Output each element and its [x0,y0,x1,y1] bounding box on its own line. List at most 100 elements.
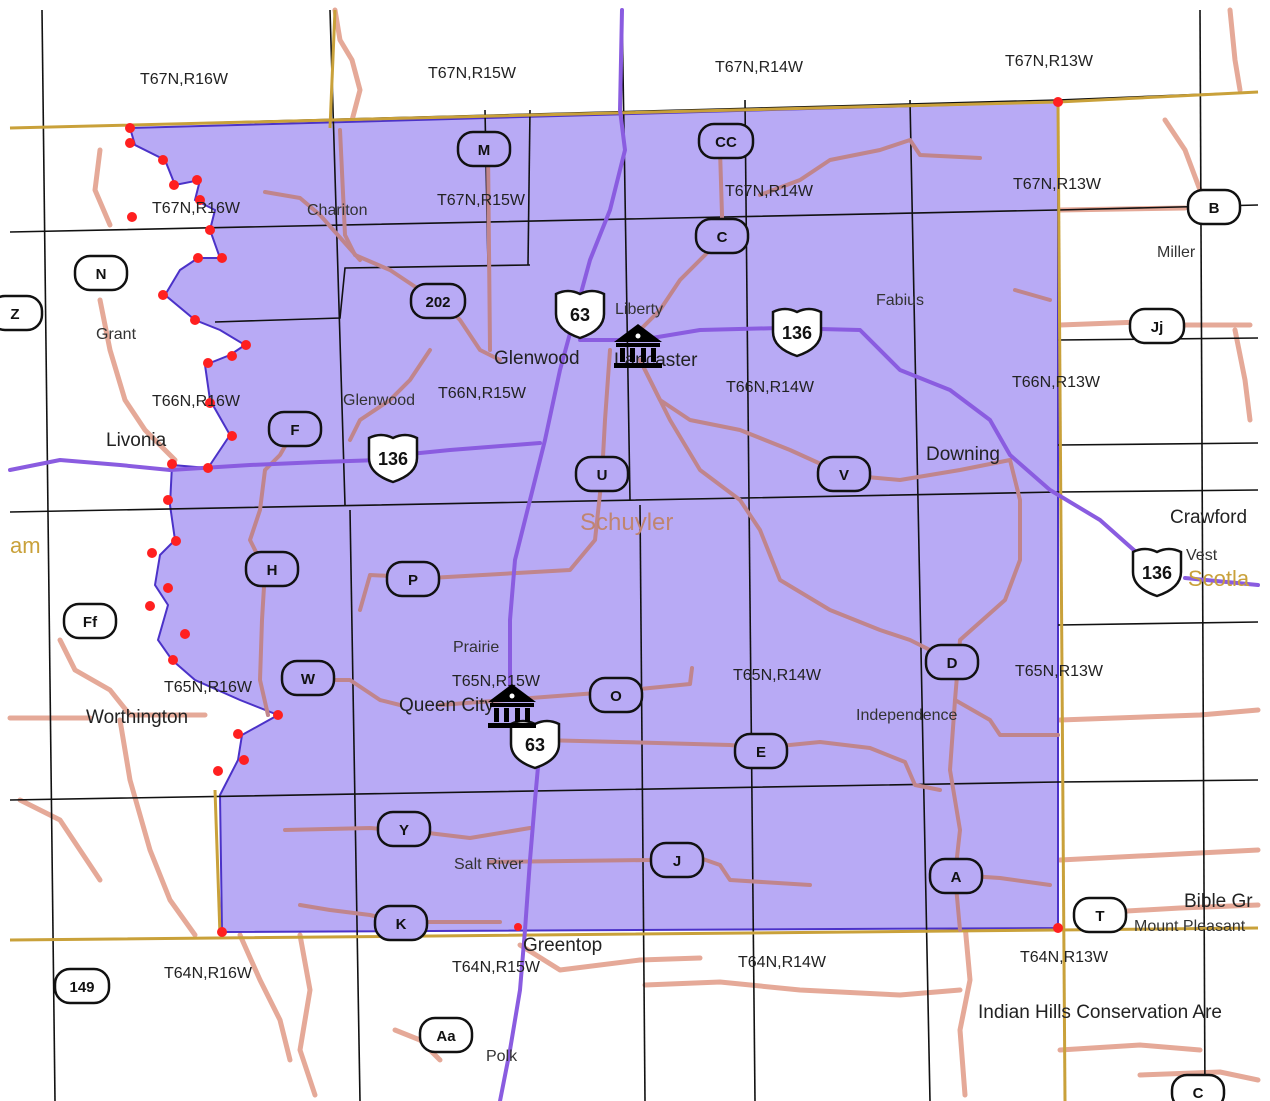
place-label: Miller [1157,244,1196,261]
route-shield-t[interactable]: T [1072,896,1128,934]
route-shield-c-south[interactable]: C [1170,1073,1226,1101]
place-label: Fabius [876,292,924,309]
route-shield-jj[interactable]: Jj [1128,307,1186,345]
svg-text:B: B [1209,200,1220,217]
township-label: T67N,R15W [428,65,517,82]
place-label: Chariton [307,202,367,219]
svg-text:P: P [408,572,418,589]
township-label: T67N,R13W [1005,53,1094,70]
route-shield-p[interactable]: P [385,560,441,598]
route-shield-cc[interactable]: CC [697,122,755,160]
township-label: T65N,R13W [1015,663,1104,680]
us-shield-63-north[interactable]: 63 [554,289,606,340]
svg-text:J: J [673,853,681,870]
place-label: Liberty [615,301,663,318]
route-shield-v[interactable]: V [816,455,872,493]
route-shield-y[interactable]: Y [376,810,432,848]
svg-text:136: 136 [378,449,408,469]
svg-text:63: 63 [570,305,590,325]
svg-text:K: K [396,916,407,933]
place-label: Livonia [106,430,167,451]
svg-text:N: N [96,266,107,283]
place-label: Vest [1186,547,1218,564]
township-label: T67N,R14W [725,183,814,200]
route-shield-f[interactable]: F [267,410,323,448]
highways [8,8,1260,1101]
township-label: T66N,R14W [726,379,815,396]
route-shield-149[interactable]: 149 [53,967,111,1005]
place-label: Queen City [399,695,495,716]
svg-text:63: 63 [525,735,545,755]
place-label: Glenwood [343,392,415,409]
svg-text:Y: Y [399,822,409,839]
svg-text:202: 202 [425,294,450,311]
svg-text:C: C [1193,1085,1204,1101]
county-area[interactable] [128,100,1059,934]
place-label: Independence [856,707,958,724]
svg-text:CC: CC [715,134,737,151]
route-shield-aa[interactable]: Aa [418,1016,474,1054]
place-label: Grant [96,326,137,343]
us-shield-136-far-east[interactable]: 136 [1131,547,1183,598]
route-shield-z[interactable]: Z [0,294,44,332]
svg-text:W: W [301,671,316,688]
route-shield-c[interactable]: C [694,217,750,255]
route-shield-h[interactable]: H [244,550,300,588]
route-shield-a[interactable]: A [928,857,984,895]
us-shield-136-east[interactable]: 136 [771,307,823,358]
outside-roads [7,7,1261,1098]
route-shield-b[interactable]: B [1186,188,1242,226]
route-shield-e[interactable]: E [733,732,789,770]
us-shield-136-west[interactable]: 136 [367,433,419,484]
svg-text:O: O [610,688,622,705]
route-shield-d[interactable]: D [924,643,980,681]
place-label: Downing [926,444,1000,465]
place-label: Salt River [454,856,524,873]
route-shield-n[interactable]: N [73,254,129,292]
township-label: T65N,R16W [164,679,253,696]
svg-text:Ff: Ff [83,614,98,631]
route-shield-m[interactable]: M [456,130,512,168]
courthouse-icon[interactable] [488,684,536,728]
svg-text:T: T [1095,908,1104,925]
route-shield-k[interactable]: K [373,904,429,942]
svg-text:U: U [597,467,608,484]
boundary-vertices [125,97,1063,937]
place-label: Crawford [1170,507,1247,528]
route-shield-w[interactable]: W [280,659,336,697]
township-label: T66N,R15W [438,385,527,402]
place-label: am [10,533,41,558]
township-label: T64N,R14W [738,954,827,971]
place-label: Mount Pleasant [1134,918,1246,935]
place-label: Scotla [1188,566,1250,591]
svg-text:Aa: Aa [436,1028,456,1045]
svg-text:136: 136 [782,323,812,343]
place-label: Worthington [86,707,188,728]
county-name-label: Schuyler [580,509,673,536]
route-shield-o[interactable]: O [588,676,644,714]
place-labels: Chariton Liberty Glenwood Lancaster Fabi… [10,202,1253,1065]
svg-text:D: D [947,655,958,672]
place-label: Polk [486,1048,518,1065]
route-shields: M CC C B N Z 202 Jj F U V H P Ff W O D E… [0,122,1242,1101]
township-label: T64N,R16W [164,965,253,982]
svg-text:Jj: Jj [1151,319,1164,336]
township-label: T67N,R14W [715,59,804,76]
courthouse-icon[interactable] [614,324,662,368]
route-shield-u[interactable]: U [574,455,630,493]
svg-text:A: A [951,869,962,886]
route-shield-ff[interactable]: Ff [62,602,118,640]
township-label: T67N,R16W [152,200,241,217]
township-label: T64N,R15W [452,959,541,976]
place-label: Bible Gr [1184,891,1253,912]
svg-text:149: 149 [69,979,94,996]
svg-text:C: C [717,229,728,246]
svg-text:F: F [290,422,299,439]
svg-text:H: H [267,562,278,579]
route-shield-202[interactable]: 202 [409,282,467,320]
route-shield-j[interactable]: J [649,841,705,879]
svg-text:Z: Z [10,306,19,323]
township-label: T65N,R14W [733,667,822,684]
svg-text:E: E [756,744,766,761]
